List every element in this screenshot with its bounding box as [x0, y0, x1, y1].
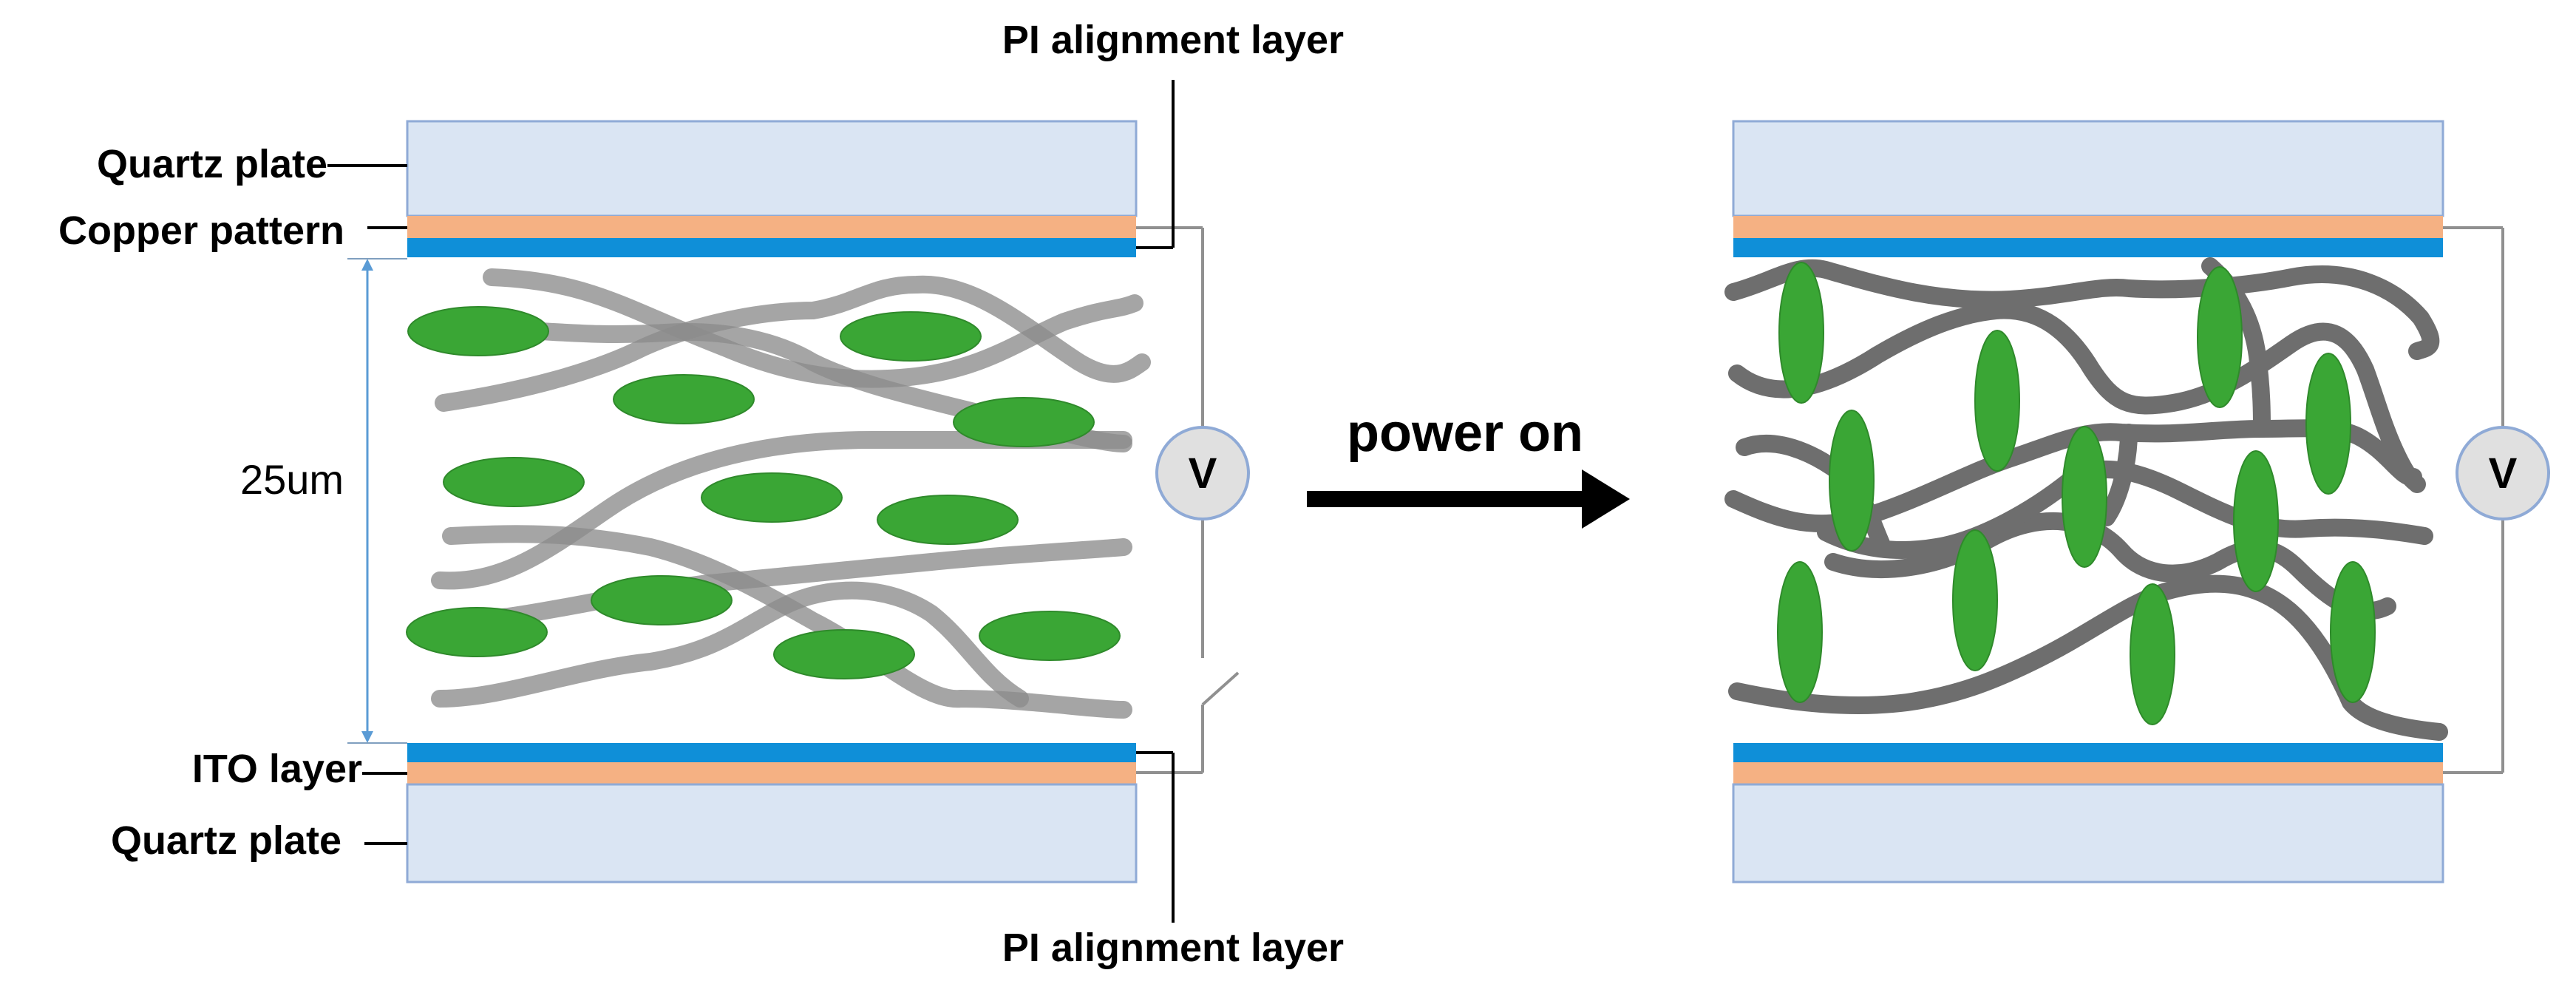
right-copper-layer [1733, 216, 2443, 238]
lc-molecule [840, 311, 982, 362]
lc-molecule [1974, 330, 2020, 472]
lc-molecule [1777, 561, 1823, 703]
voltmeter-icon [2456, 426, 2550, 520]
right-quartz-bottom [1732, 783, 2444, 883]
arrowhead [1582, 469, 1630, 529]
lc-molecule [2330, 561, 2376, 703]
thickness-dimension [347, 258, 407, 744]
lc-molecule [979, 611, 1121, 661]
left-voltmeter: V [1155, 426, 1250, 520]
lc-molecule [953, 397, 1095, 447]
power-on-label: power on [1347, 404, 1583, 463]
open-switch [1201, 671, 1240, 706]
power-on-arrow: power on [1307, 404, 1630, 529]
left-lc-molecules [406, 306, 1121, 679]
lc-molecule [701, 472, 843, 523]
right-cell: V [1724, 120, 2550, 883]
right-voltmeter: V [2456, 426, 2550, 520]
pi-alignment-label-bottom: PI alignment layer [1002, 926, 1344, 970]
lc-molecule [2233, 450, 2279, 592]
lc-molecule [406, 607, 548, 657]
left-quartz-bottom [406, 783, 1138, 883]
lc-molecule [613, 374, 755, 424]
right-copper-layer-bottom [1733, 762, 2443, 784]
pi-alignment-label-top: PI alignment layer [1002, 18, 1344, 62]
right-pi-layer-top [1733, 238, 2443, 257]
lc-molecule [2305, 353, 2351, 495]
lc-molecule [2130, 583, 2175, 725]
copper-pattern-label: Copper pattern [58, 208, 344, 253]
lc-molecule [443, 457, 585, 507]
quartz-plate-label-bottom: Quartz plate [111, 818, 341, 863]
right-lc-molecules [1777, 262, 2376, 725]
left-pi-layer-top [407, 238, 1136, 257]
left-quartz-top [406, 120, 1138, 217]
lc-molecule [1829, 410, 1875, 552]
lc-molecule [407, 306, 549, 356]
voltmeter-icon [1155, 426, 1250, 520]
thickness-label: 25um [240, 456, 344, 503]
lc-molecule [773, 629, 915, 679]
lc-molecule [1778, 262, 1824, 404]
lc-molecule [877, 495, 1019, 545]
right-circuit [2443, 226, 2504, 774]
ito-layer-label: ITO layer [192, 747, 362, 791]
left-ito-layer [407, 743, 1136, 762]
left-copper-layer-bottom [407, 762, 1136, 784]
lc-molecule [2197, 266, 2243, 408]
left-leader-lines [327, 80, 1175, 923]
quartz-plate-label-top: Quartz plate [97, 142, 327, 186]
right-quartz-top [1732, 120, 2444, 217]
left-cell: 25um V PI alignment layer Quartz [58, 18, 1344, 970]
voltmeter-label: V [1189, 450, 1217, 498]
right-ito-layer [1733, 743, 2443, 762]
left-polymer-network [431, 268, 1151, 719]
left-copper-layer [407, 216, 1136, 238]
lc-molecule [2062, 426, 2107, 568]
lc-molecule [591, 575, 733, 625]
lc-molecule [1952, 529, 1998, 671]
left-circuit [1136, 226, 1240, 774]
voltmeter-label: V [2489, 450, 2518, 498]
